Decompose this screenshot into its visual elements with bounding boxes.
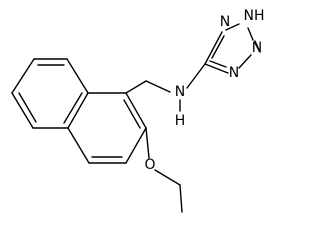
bond [238, 54, 252, 69]
atom-label-n: N [229, 65, 239, 81]
bond [225, 23, 240, 31]
bond [154, 169, 181, 186]
atom-label-ether-o: O [144, 157, 155, 173]
structure-svg: NH N N N N H O [11, 8, 265, 213]
bond-double-inner [18, 92, 37, 123]
bond [11, 58, 35, 94]
bond [186, 63, 206, 89]
atom-label-amine-n: N [175, 84, 185, 100]
atom-labels: NH N N N N H O [144, 8, 264, 173]
bond [145, 80, 171, 93]
bond [67, 127, 90, 164]
bond [125, 127, 147, 164]
bond [247, 27, 254, 41]
atom-label-nh: NH [244, 8, 265, 24]
bonds [11, 23, 261, 213]
atom-label-n: N [220, 14, 230, 30]
bond [66, 58, 89, 94]
atom-label-n: N [252, 40, 262, 56]
bond-double-inner [123, 99, 141, 129]
bond-double-inner [63, 92, 83, 124]
bond-double-inner [209, 60, 227, 68]
bond [11, 92, 34, 129]
atom-label-amine-h: H [175, 113, 186, 129]
bond [125, 92, 147, 129]
bond-double-inner [211, 35, 225, 59]
bond-double-inner [254, 40, 261, 53]
molecule-diagram: NH N N N N H O [11, 8, 265, 213]
bond [179, 184, 183, 213]
bond [145, 127, 150, 159]
bond [125, 80, 147, 94]
bond [204, 63, 229, 74]
bond [204, 31, 223, 65]
bond [67, 92, 89, 129]
